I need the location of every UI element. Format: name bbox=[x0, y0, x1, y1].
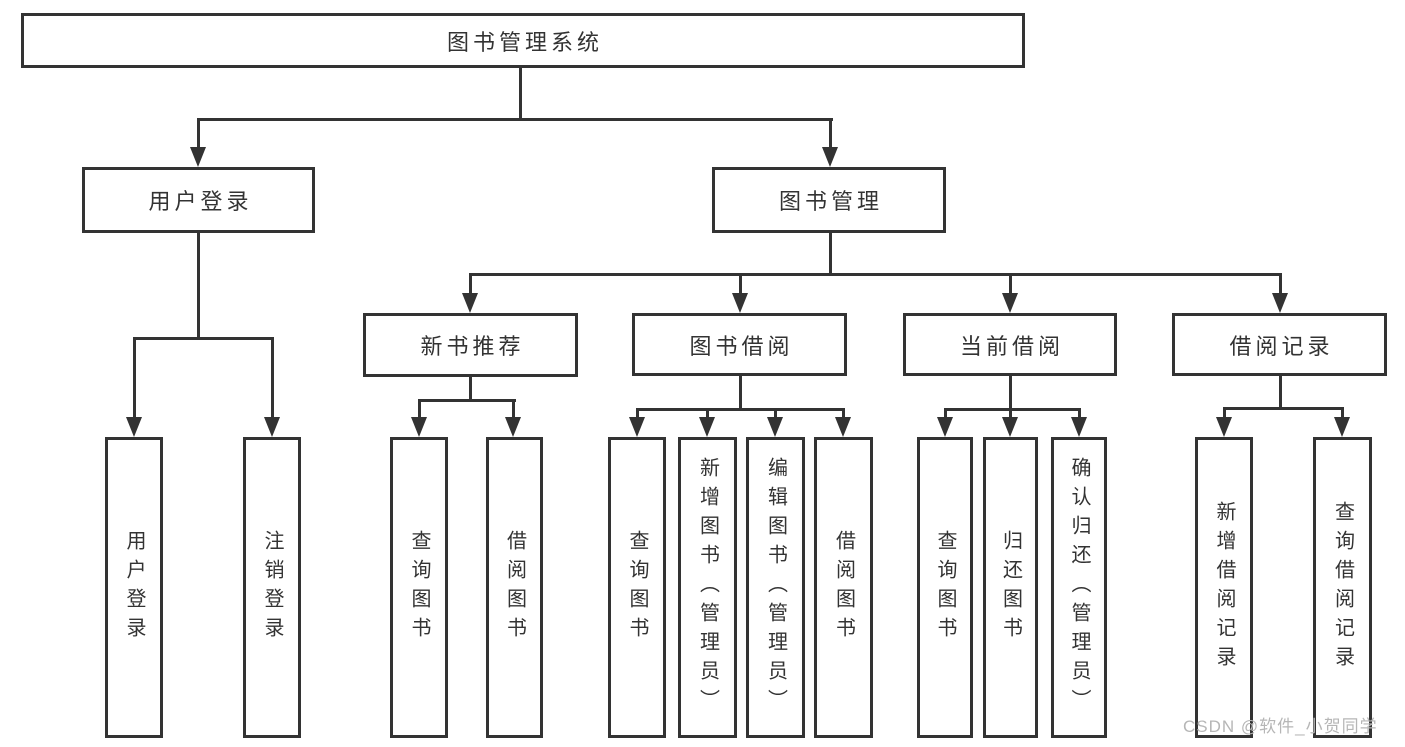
connector-to-level3 bbox=[1009, 273, 1012, 296]
leaf-add-borrow-record: 新增借阅记录 bbox=[1195, 437, 1253, 738]
arrow-down-icon bbox=[937, 417, 953, 437]
connector-current-stub bbox=[1009, 376, 1012, 410]
arrow-down-icon bbox=[1002, 293, 1018, 313]
node-current-borrowing: 当前借阅 bbox=[903, 313, 1117, 376]
leaf-confirm-return-admin: 确认归还（管理员） bbox=[1051, 437, 1107, 738]
connector-borrow-stub bbox=[739, 376, 742, 410]
arrow-down-icon bbox=[1216, 417, 1232, 437]
connector-recommend-distributor bbox=[418, 399, 516, 402]
connector-records-stub bbox=[1279, 376, 1282, 409]
connector-level2-distributor bbox=[197, 118, 833, 121]
leaf-user-login: 用户登录 bbox=[105, 437, 163, 738]
connector-borrow-distributor bbox=[636, 408, 845, 411]
connector-to-leaf bbox=[271, 337, 274, 420]
arrow-down-icon bbox=[822, 147, 838, 167]
arrow-down-icon bbox=[264, 417, 280, 437]
connector-user-distributor bbox=[133, 337, 274, 340]
connector-to-leaf bbox=[774, 408, 777, 420]
connector-to-leaf bbox=[1009, 408, 1012, 420]
arrow-down-icon bbox=[732, 293, 748, 313]
arrow-down-icon bbox=[1272, 293, 1288, 313]
connector-to-leaf bbox=[842, 408, 845, 420]
connector-to-leaf bbox=[418, 399, 421, 420]
arrow-down-icon bbox=[190, 147, 206, 167]
node-book-management: 图书管理 bbox=[712, 167, 946, 233]
leaf-logout: 注销登录 bbox=[243, 437, 301, 738]
connector-to-leaf bbox=[133, 337, 136, 420]
connector-to-user-login bbox=[197, 118, 200, 150]
leaf-add-books-admin: 新增图书（管理员） bbox=[678, 437, 737, 738]
node-library-management-system: 图书管理系统 bbox=[21, 13, 1025, 68]
arrow-down-icon bbox=[1002, 417, 1018, 437]
connector-book-mgmt-stub bbox=[829, 233, 832, 275]
arrow-down-icon bbox=[699, 417, 715, 437]
connector-current-distributor bbox=[944, 408, 1081, 411]
arrow-down-icon bbox=[1334, 417, 1350, 437]
arrow-down-icon bbox=[629, 417, 645, 437]
node-book-borrowing: 图书借阅 bbox=[632, 313, 847, 376]
connector-to-level3 bbox=[739, 273, 742, 296]
arrow-down-icon bbox=[462, 293, 478, 313]
connector-to-book-management bbox=[829, 118, 832, 150]
arrow-down-icon bbox=[126, 417, 142, 437]
leaf-query-books-borrow: 查询图书 bbox=[608, 437, 666, 738]
connector-recommend-stub bbox=[469, 377, 472, 401]
arrow-down-icon bbox=[411, 417, 427, 437]
leaf-query-borrow-record: 查询借阅记录 bbox=[1313, 437, 1372, 738]
connector-to-leaf bbox=[706, 408, 709, 420]
leaf-edit-books-admin: 编辑图书（管理员） bbox=[746, 437, 805, 738]
connector-to-leaf bbox=[1223, 407, 1226, 420]
connector-root-stub bbox=[519, 68, 522, 118]
connector-to-level3 bbox=[469, 273, 472, 296]
leaf-return-books: 归还图书 bbox=[983, 437, 1038, 738]
node-new-book-recommend: 新书推荐 bbox=[363, 313, 578, 377]
node-borrowing-records: 借阅记录 bbox=[1172, 313, 1387, 376]
connector-level3-distributor bbox=[469, 273, 1282, 276]
leaf-borrow-books: 借阅图书 bbox=[814, 437, 873, 738]
arrow-down-icon bbox=[505, 417, 521, 437]
leaf-query-books-recommend: 查询图书 bbox=[390, 437, 448, 738]
leaf-query-books-current: 查询图书 bbox=[917, 437, 973, 738]
node-user-login: 用户登录 bbox=[82, 167, 315, 233]
connector-to-leaf bbox=[512, 399, 515, 420]
arrow-down-icon bbox=[1071, 417, 1087, 437]
connector-user-login-stub bbox=[197, 232, 200, 337]
connector-to-leaf bbox=[1078, 408, 1081, 420]
arrow-down-icon bbox=[767, 417, 783, 437]
connector-to-leaf bbox=[636, 408, 639, 420]
connector-to-level3 bbox=[1279, 273, 1282, 296]
leaf-borrow-books-recommend: 借阅图书 bbox=[486, 437, 543, 738]
connector-to-leaf bbox=[944, 408, 947, 420]
arrow-down-icon bbox=[835, 417, 851, 437]
csdn-watermark: CSDN @软件_小贺同学 bbox=[1183, 717, 1378, 736]
connector-records-distributor bbox=[1223, 407, 1344, 410]
connector-to-leaf bbox=[1341, 407, 1344, 420]
